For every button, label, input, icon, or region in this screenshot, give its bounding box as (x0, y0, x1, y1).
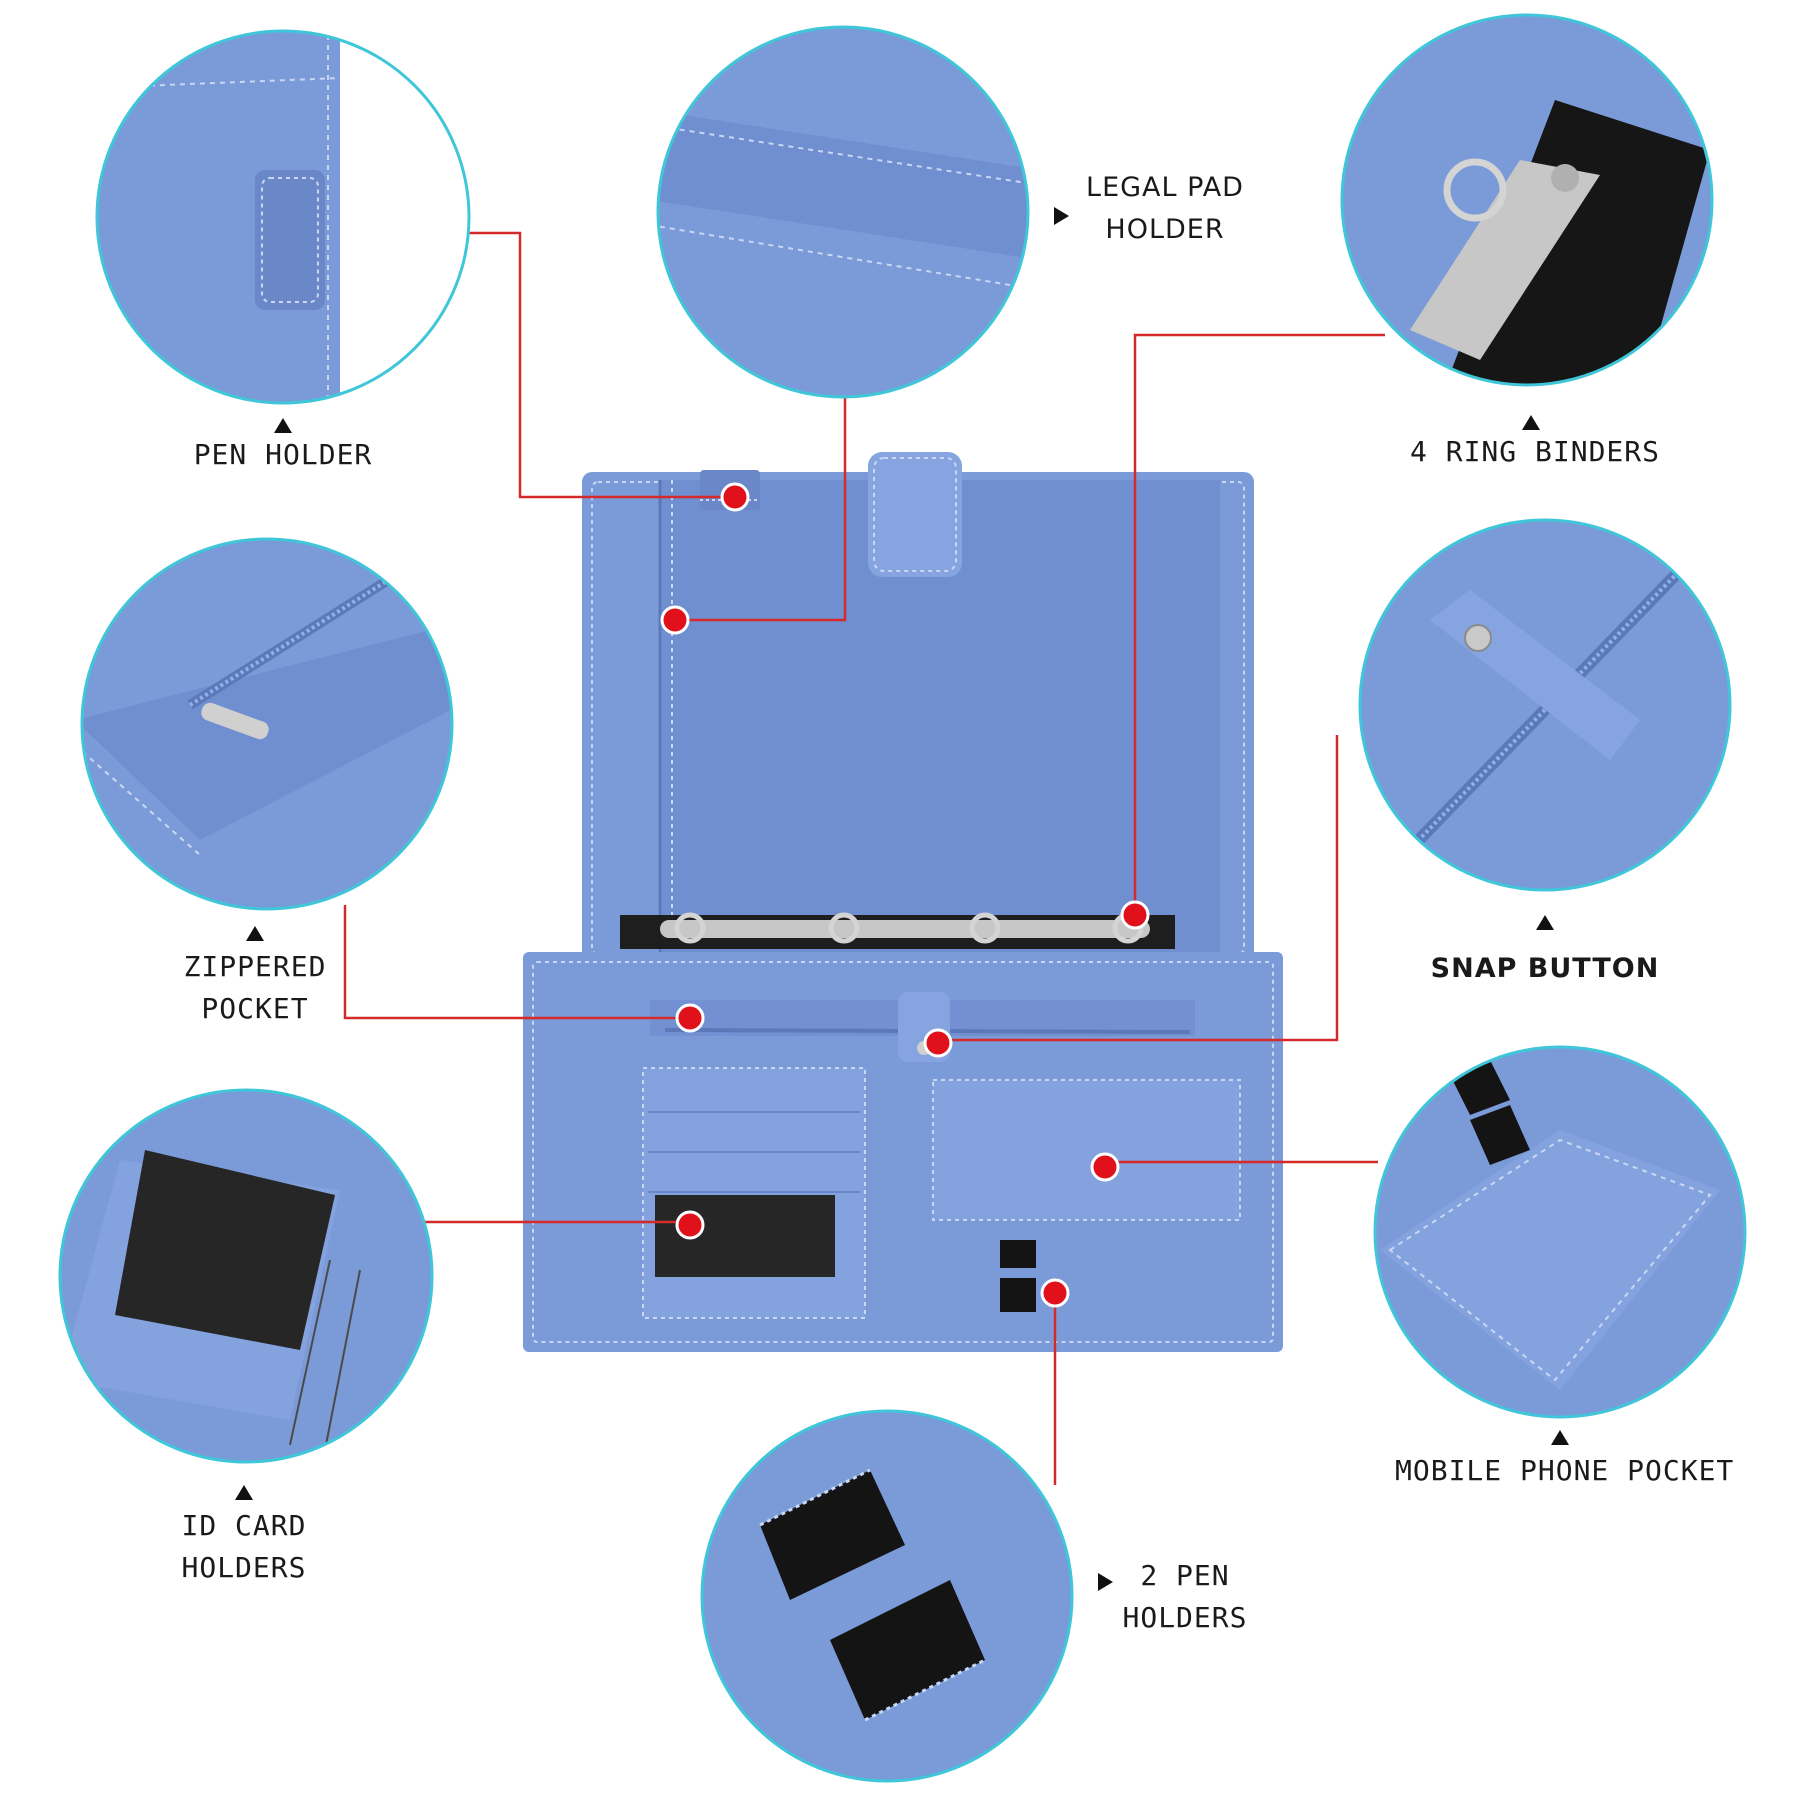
dot-pen-holder (720, 482, 750, 512)
detail-circle-id-card (58, 1088, 434, 1464)
label-line: PEN HOLDER (193, 438, 373, 471)
dot-id-card (675, 1210, 705, 1240)
triangle-right-icon (1098, 1573, 1113, 1591)
detail-circle-snap-button (1358, 518, 1732, 892)
label-mobile-phone-pocket: MOBILE PHONE POCKET (1395, 1450, 1735, 1492)
triangle-right-icon (1054, 207, 1069, 225)
label-line: MOBILE PHONE POCKET (1395, 1454, 1735, 1487)
detail-circle-two-pen-holders (700, 1409, 1074, 1783)
elastic-loop-2 (1000, 1278, 1036, 1312)
label-two-pen-holders: 2 PEN HOLDERS (1110, 1555, 1260, 1639)
label-ring-binders: 4 RING BINDERS (1410, 431, 1661, 473)
label-pen-holder: PEN HOLDER (183, 434, 383, 476)
detail-circle-legal-pad (656, 25, 1030, 399)
label-snap-button: SNAP BUTTON (1430, 948, 1660, 990)
detail-circle-phone-pocket (1373, 1045, 1747, 1419)
label-legal-pad-holder: LEGAL PAD HOLDER (1080, 167, 1250, 251)
padfolio (523, 452, 1283, 1352)
dot-ring-binders (1120, 900, 1150, 930)
label-line: HOLDERS (181, 1551, 307, 1584)
phone-pocket-panel (932, 1079, 1241, 1221)
label-line: HOLDERS (1122, 1601, 1248, 1634)
label-line: 2 PEN (1140, 1559, 1230, 1592)
label-zippered-pocket: ZIPPERED POCKET (165, 946, 345, 1030)
leader-lines (343, 231, 1385, 1485)
triangle-up-icon (235, 1485, 253, 1500)
label-line: POCKET (201, 992, 309, 1025)
dot-zippered-pocket (675, 1003, 705, 1033)
label-line: HOLDER (1105, 214, 1225, 245)
label-line: SNAP BUTTON (1430, 953, 1660, 984)
callout-dots (660, 482, 1150, 1308)
detail-circle-ring-binders (1340, 13, 1714, 387)
dot-snap-button (923, 1028, 953, 1058)
label-line: ZIPPERED (183, 950, 327, 983)
dot-pen-loops (1040, 1278, 1070, 1308)
closure-tab (868, 452, 962, 577)
triangle-up-icon (1551, 1430, 1569, 1445)
label-line: 4 RING BINDERS (1410, 435, 1661, 468)
triangle-up-icon (246, 926, 264, 941)
triangle-up-icon (1536, 915, 1554, 930)
detail-circle-pen-holder (95, 29, 471, 405)
dot-phone-pocket (1090, 1152, 1120, 1182)
elastic-loop-1 (1000, 1240, 1036, 1268)
triangle-up-icon (1522, 415, 1540, 430)
label-id-card-holders: ID CARD HOLDERS (154, 1505, 334, 1589)
label-line: LEGAL PAD (1086, 172, 1244, 203)
detail-circle-zippered-pocket (80, 537, 454, 911)
label-line: ID CARD (181, 1509, 307, 1542)
triangle-up-icon (274, 418, 292, 433)
dot-legal-pad (660, 605, 690, 635)
